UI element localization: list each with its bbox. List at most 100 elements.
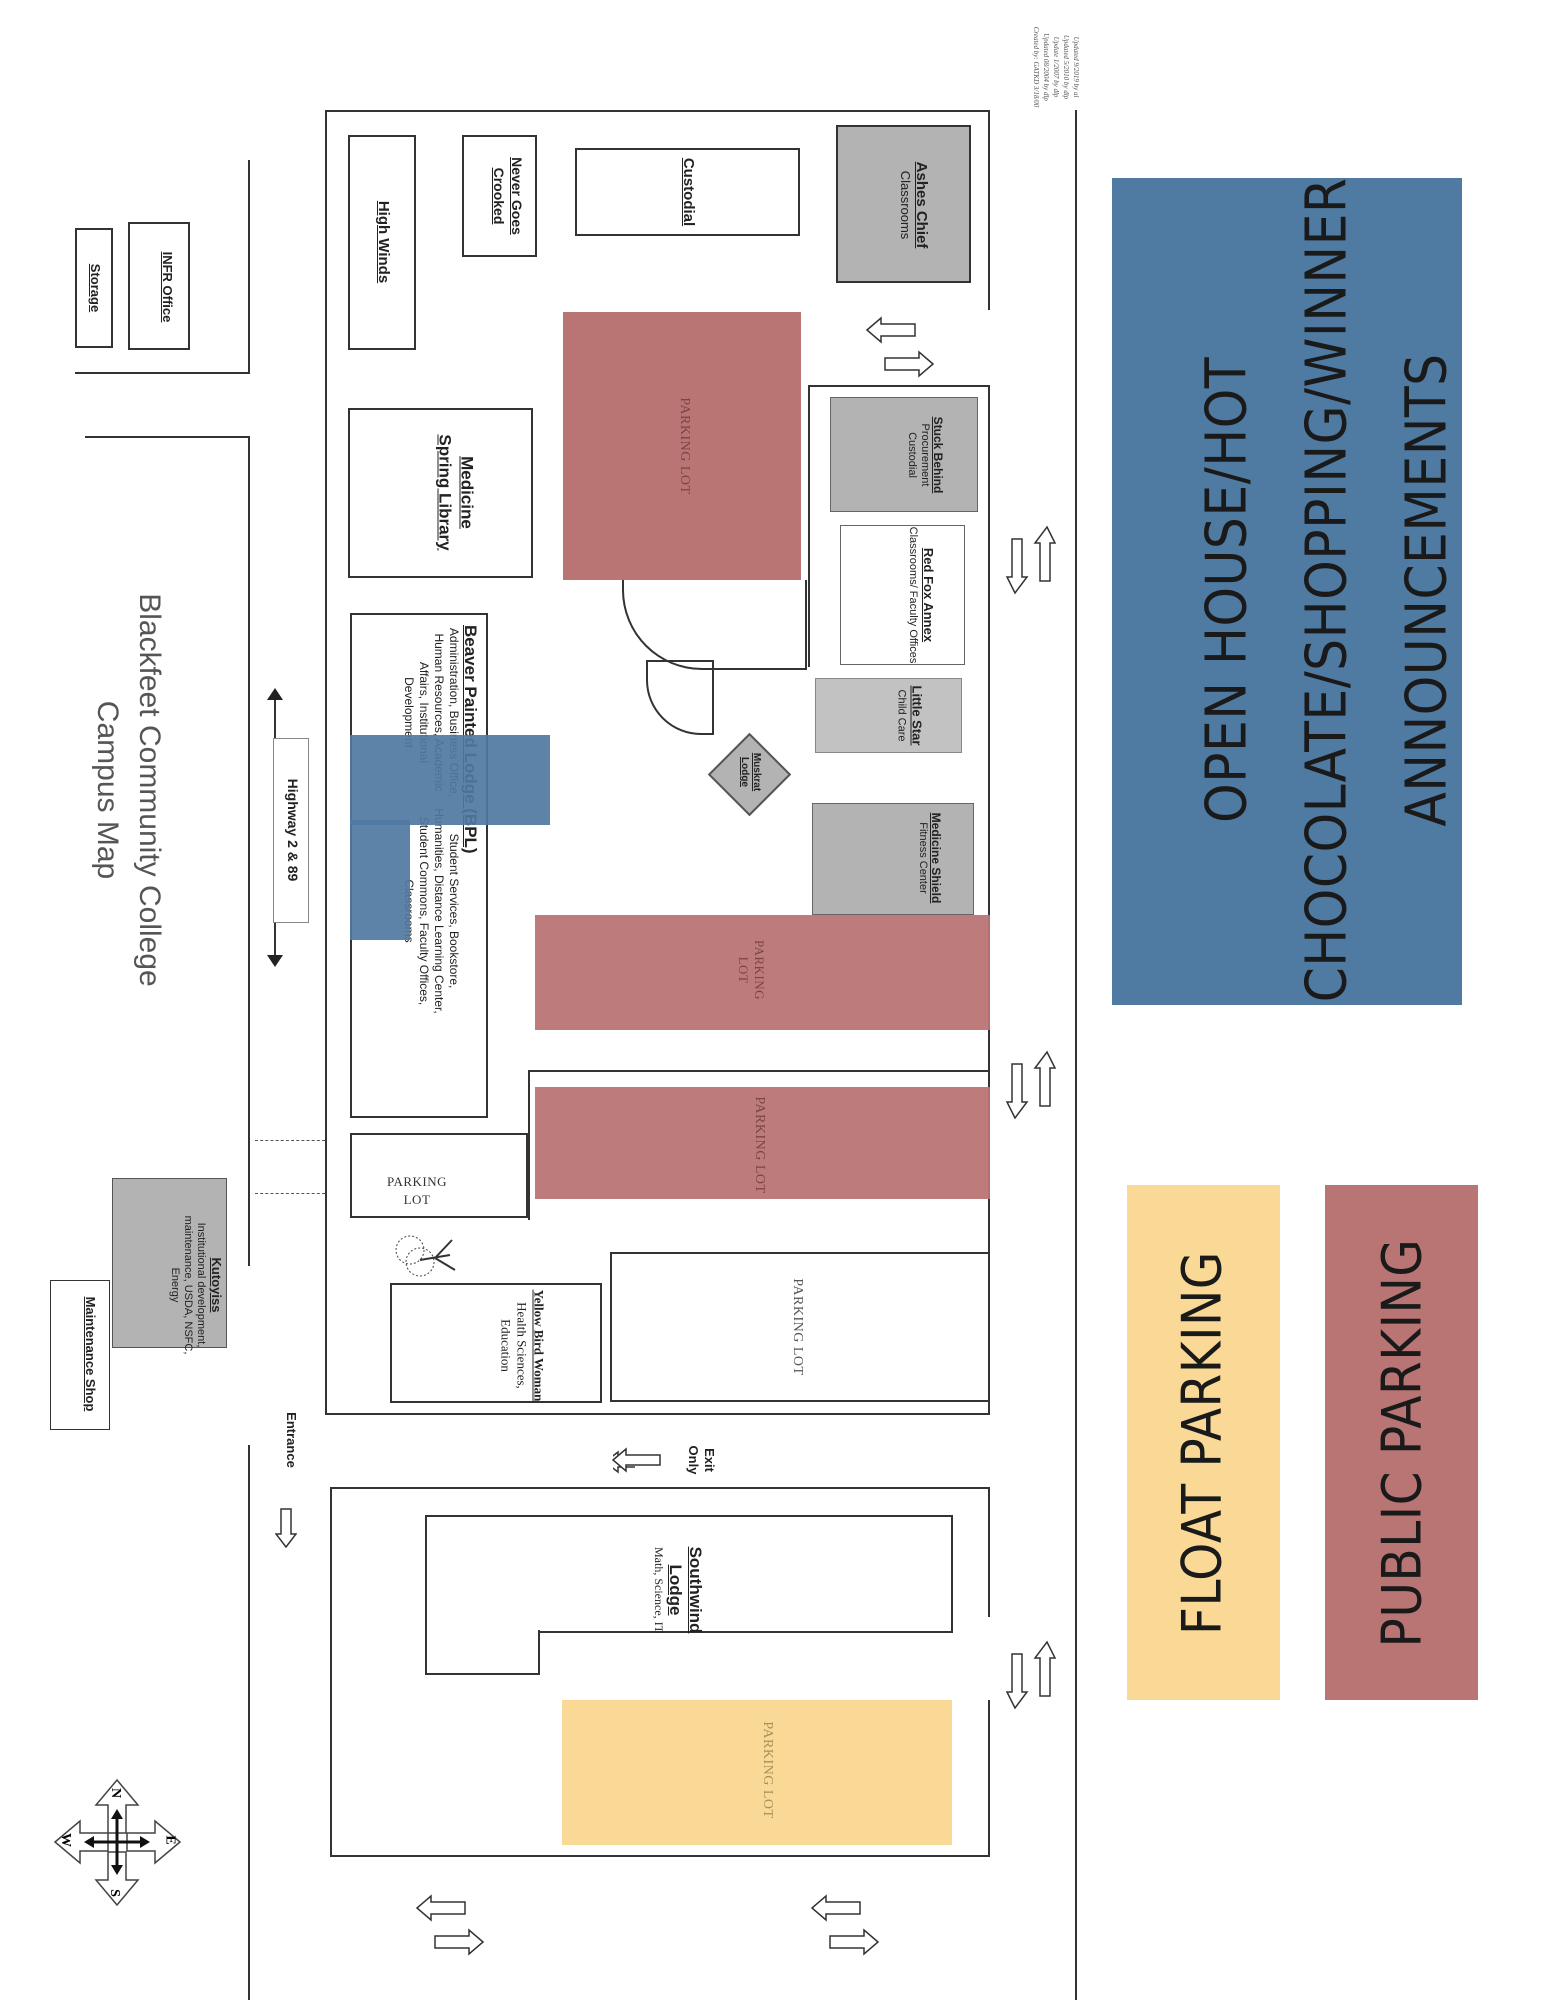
southwind-lodge-building (425, 1515, 953, 1633)
two-way-arrows-icon (810, 1890, 880, 1960)
compass-n-label: N (108, 1787, 124, 1799)
ashes-chief-building (836, 125, 971, 283)
announcement-area (350, 735, 550, 825)
map-title-line2: Campus Map (91, 700, 124, 880)
stuck-behind-label: Stuck Behind (931, 416, 945, 494)
parking-lot (610, 1252, 990, 1402)
compass-e-label: E (162, 1835, 178, 1845)
southwind-lodge-wing (425, 1630, 540, 1675)
two-way-arrows-icon (865, 312, 935, 382)
little-star-text: Little Star Child Care (851, 676, 926, 756)
road-edge (75, 372, 250, 374)
legend-announcements-box (1112, 178, 1462, 1005)
parking-lot-label: PARKING LOT (752, 1096, 767, 1194)
tree-icon (390, 1230, 460, 1285)
south-boundary (330, 1855, 990, 1857)
southwind-lodge-label: Southwind Lodge (666, 1546, 705, 1634)
ashes-chief-text: Ashes Chief Classrooms (880, 145, 930, 265)
kutoyiss-building (112, 1178, 227, 1348)
public-parking-lot (535, 1087, 990, 1199)
public-parking-lot (535, 915, 990, 1030)
medicine-shield-text: Medicine Shield Fitness Center (843, 808, 943, 908)
inner-lot-edge (808, 385, 810, 667)
medicine-spring-library-building (348, 408, 533, 578)
never-goes-crooked-label: Never Goes Crooked (491, 157, 525, 235)
property-line (255, 1193, 325, 1194)
campus-boundary-bottom (325, 1413, 990, 1415)
highway-sign (273, 738, 309, 923)
infr-office-building (128, 222, 190, 350)
kutoyiss-text: Kutoyiss Institutional development, main… (115, 1205, 225, 1365)
credit-line: Update 1/2007 by dlp (1052, 36, 1060, 98)
medicine-shield-label: Medicine Shield (929, 812, 943, 904)
compass-w-label: W (58, 1833, 73, 1847)
yellow-bird-woman-desc: Health Sciences, Education (498, 1302, 530, 1389)
credits-block: Created by: GATKD 3/18/00 Updated 08/200… (975, 0, 1105, 140)
infr-office-label: INFR Office (160, 251, 175, 323)
parking-loop (622, 580, 807, 670)
stuck-behind-building (830, 397, 978, 512)
lot-edge (528, 1070, 988, 1072)
ashes-chief-desc: Classrooms (898, 170, 913, 240)
two-way-arrows-icon (1005, 525, 1065, 595)
exit-only-arrow-icon (611, 1447, 662, 1473)
yellow-bird-woman-text: Yellow Bird Woman Health Sciences, Educa… (443, 1286, 548, 1406)
road-edge (248, 1445, 250, 2000)
credit-line: Updated 5/2010 by dlp (1062, 34, 1070, 100)
small-parking-lot-label: PARKING LOT (386, 1174, 448, 1207)
inner-lot-edge (808, 385, 988, 387)
never-goes-crooked-building (462, 135, 537, 257)
map-title-line1: Blackfeet Community College (133, 593, 166, 987)
red-fox-annex-text: Red Fox Annex Classrooms/ Faculty Office… (867, 525, 937, 665)
compass-rose-icon (50, 1775, 185, 1910)
entrance-label: Entrance (284, 1412, 299, 1468)
two-way-arrows-icon (1005, 1640, 1065, 1710)
exit-only-label: Exit Only (686, 1445, 717, 1475)
south-boundary (988, 1700, 990, 1855)
medicine-shield-building (812, 803, 974, 915)
legend-float-parking-box (1127, 1185, 1280, 1700)
map-title: Blackfeet Community College Campus Map (80, 590, 170, 990)
campus-boundary-right (988, 110, 990, 310)
credit-line: Created by: GATKD 3/18/00 (1032, 26, 1040, 108)
parking-island (646, 660, 714, 735)
red-fox-annex-building (840, 525, 965, 665)
compass-s-label: S (106, 1889, 122, 1897)
high-winds-label: High Winds (375, 200, 392, 284)
yellow-bird-woman-building (390, 1283, 602, 1403)
beaver-painted-lodge-desc-right: Student Services, Bookstore, Humanities,… (402, 808, 461, 1014)
small-parking-lot (350, 1133, 528, 1218)
custodial-label: Custodial (680, 157, 697, 227)
ashes-chief-label: Ashes Chief (913, 161, 930, 249)
road-edge (248, 160, 250, 374)
south-boundary (330, 1487, 990, 1489)
legend-public-parking-box (1325, 1185, 1478, 1700)
arrow-down-icon (274, 1508, 298, 1549)
little-star-desc: Child Care (895, 689, 908, 742)
road-edge (1075, 110, 1077, 2000)
parking-lot-label: PARKING LOT (760, 1721, 775, 1819)
little-star-label: Little Star (909, 685, 925, 746)
parking-lot-label: PARKING LOT (790, 1278, 805, 1376)
muskrat-lodge-label: Muskrat Lodge (739, 752, 762, 792)
road-edge (248, 436, 250, 1266)
highway-label: Highway 2 & 89 (285, 778, 301, 882)
highway-arrow-down-icon (267, 955, 283, 967)
high-winds-building (348, 135, 416, 350)
south-boundary (988, 1487, 990, 1617)
credit-line: Updated 08/2004 by dlp (1042, 33, 1050, 101)
road-edge (85, 436, 250, 438)
two-way-arrows-icon (1005, 1050, 1065, 1120)
legend-float-parking-label: FLOAT PARKING (1170, 1251, 1234, 1635)
legend-announcements-label: OPEN HOUSE/HOT CHOCOLATE/SHOPPING/WINNER… (1194, 177, 1460, 1003)
campus-boundary-left (325, 110, 327, 1415)
red-fox-annex-desc: Classrooms/ Faculty Offices (907, 526, 919, 664)
south-boundary (330, 1487, 332, 1857)
property-line (255, 1140, 325, 1141)
stuck-behind-desc: Procurement Custodial (906, 423, 931, 487)
medicine-spring-library-label: Medicine Spring Library (435, 434, 477, 551)
stuck-behind-text: Stuck Behind Procurement Custodial (865, 400, 945, 510)
beaver-painted-lodge-label: Beaver Painted Lodge (BPL) (461, 625, 480, 1115)
parking-lot-label: PARKING LOT (736, 939, 767, 1001)
